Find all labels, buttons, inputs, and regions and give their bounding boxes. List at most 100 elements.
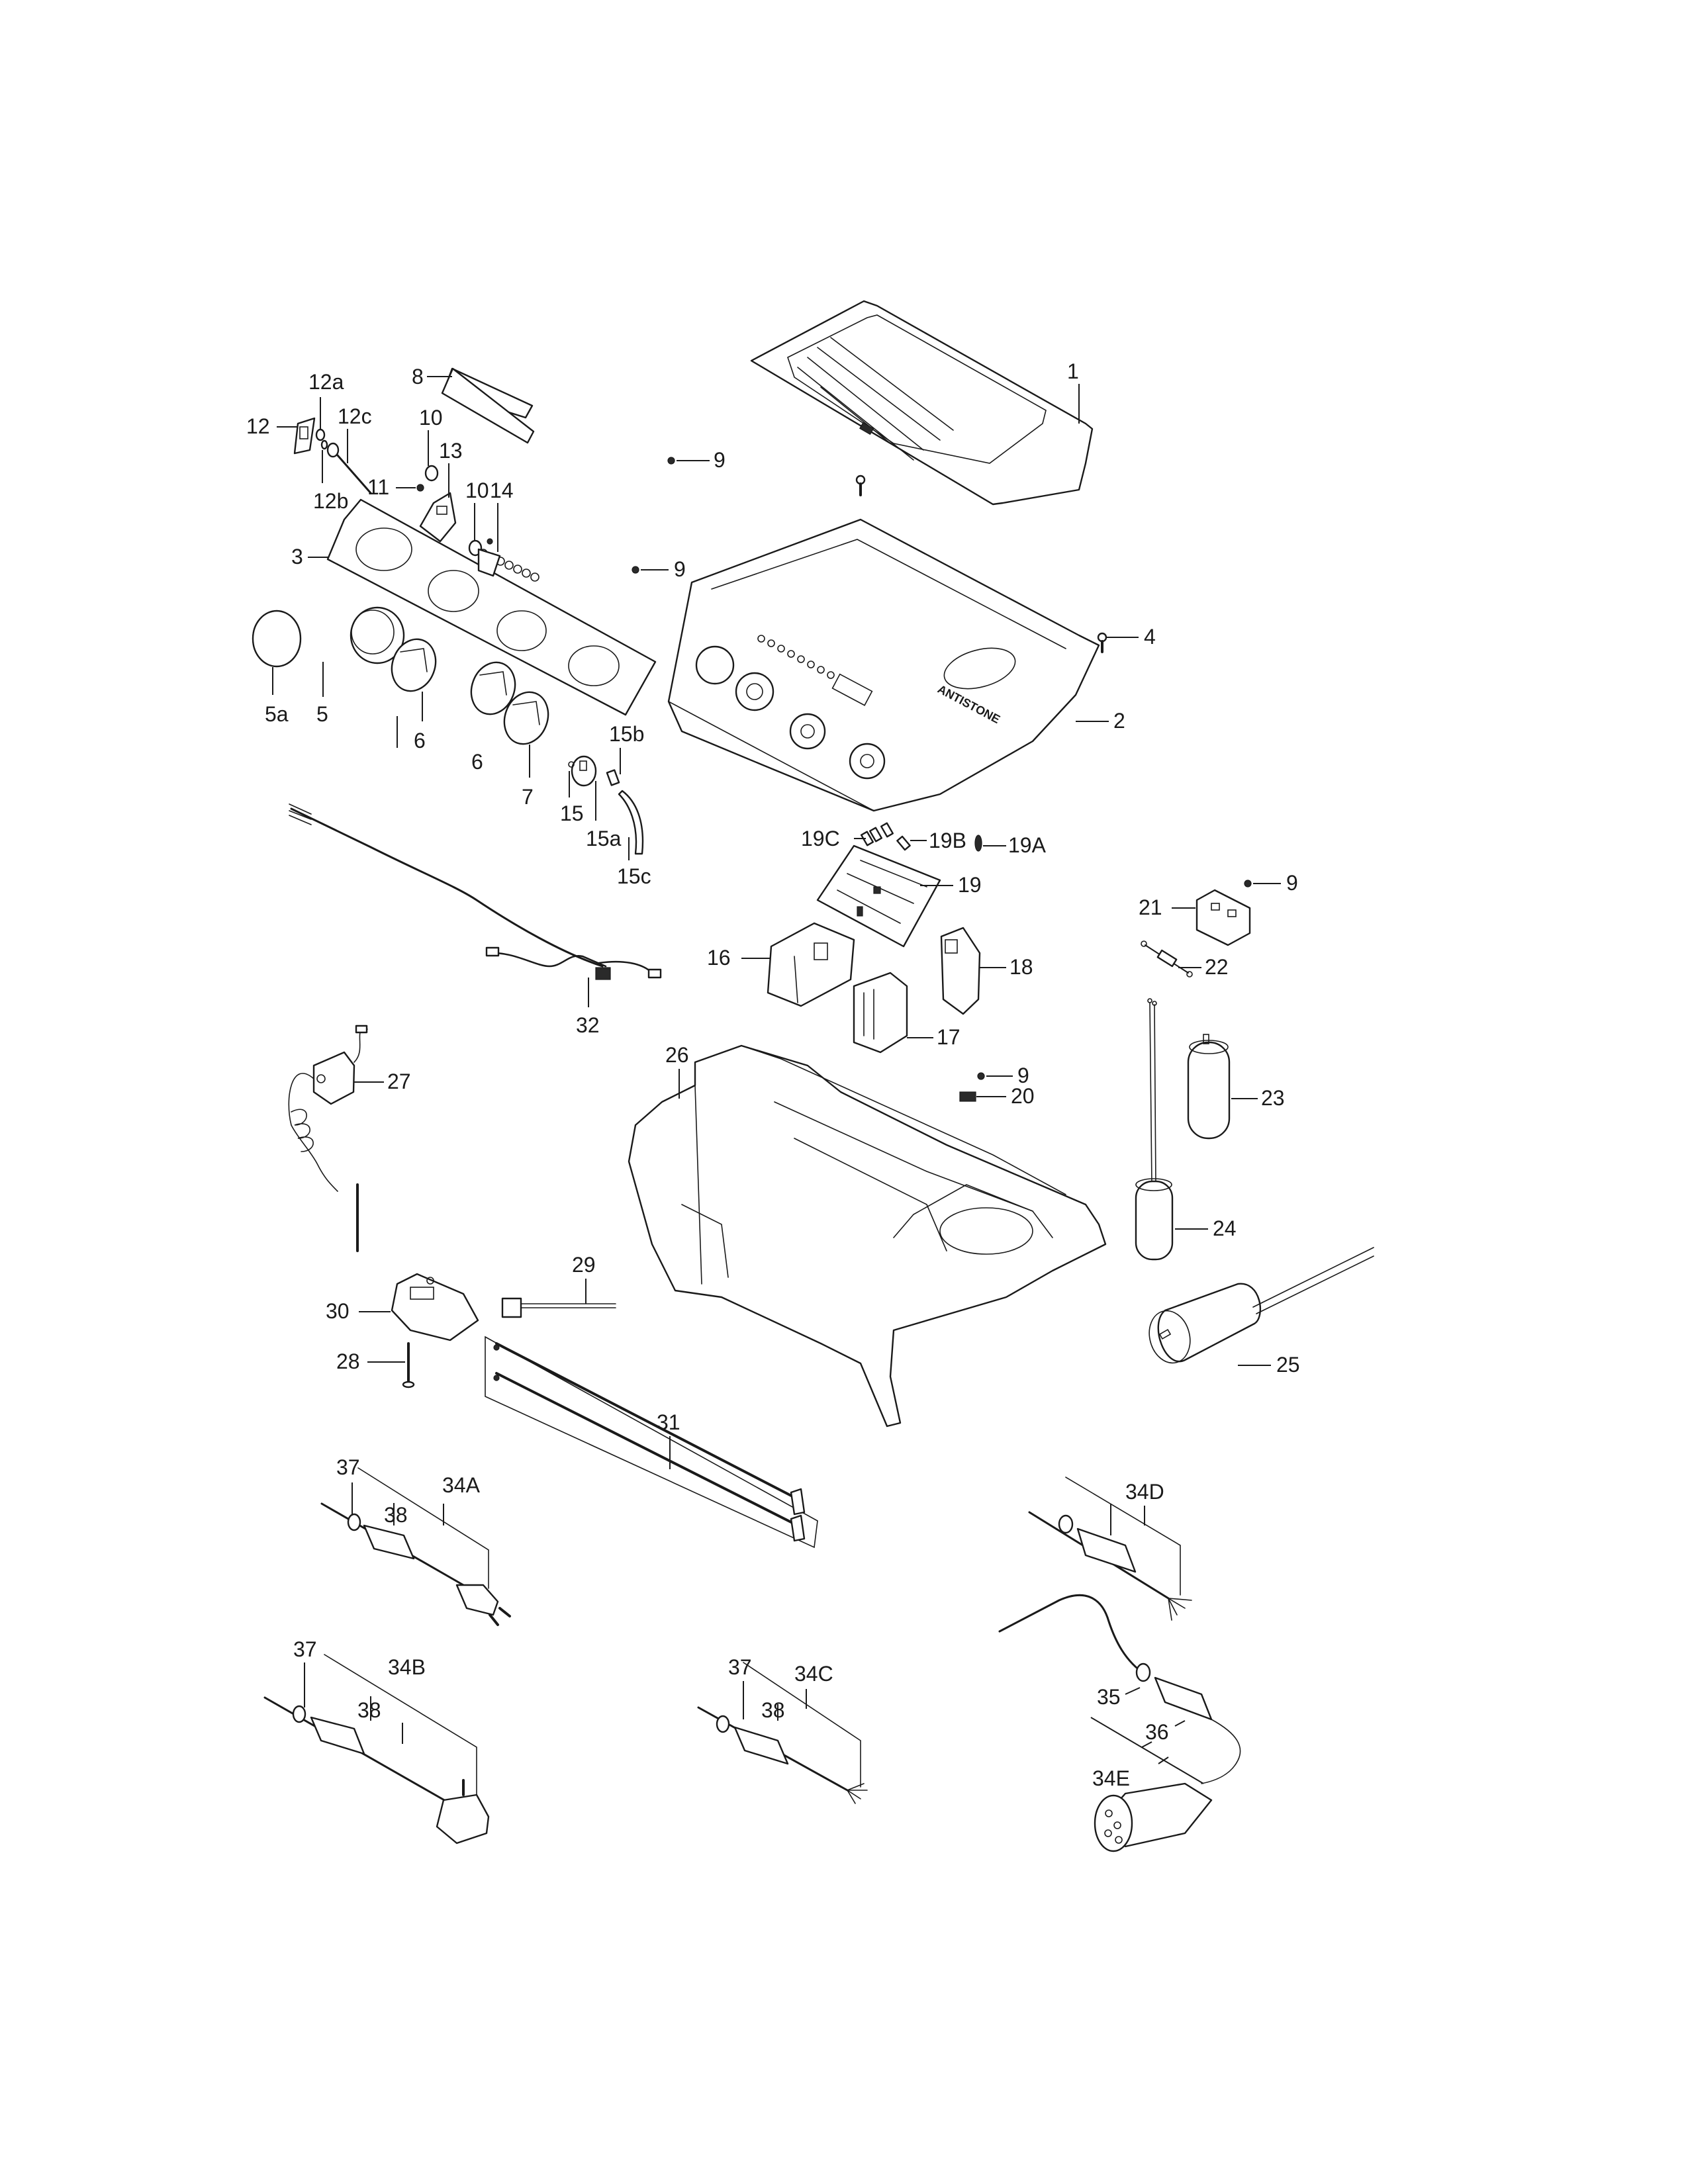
part-31-heating-elements: 31 bbox=[485, 1336, 818, 1549]
callout-31: 31 bbox=[657, 1410, 680, 1434]
callout-19C: 19C bbox=[801, 827, 840, 850]
callout-36: 36 bbox=[1145, 1720, 1169, 1744]
callout-7: 7 bbox=[522, 785, 534, 809]
part-32-wiring-harness: 32 bbox=[289, 803, 662, 1037]
callout-28: 28 bbox=[336, 1349, 360, 1373]
callout-34E: 34E bbox=[1092, 1766, 1130, 1790]
part-12-thermo-bezel: 12 bbox=[246, 414, 316, 455]
callout-5: 5 bbox=[316, 702, 328, 726]
part-14-selector: 14 bbox=[477, 478, 514, 577]
part-5a-gasket: 5a bbox=[252, 610, 302, 726]
callout-19: 19 bbox=[958, 873, 982, 897]
part-15-pressure-switch: 15 15a 15b 15c bbox=[560, 722, 651, 888]
callout-16: 16 bbox=[707, 946, 731, 970]
callout-6b: 6 bbox=[471, 750, 483, 774]
callout-10a: 10 bbox=[419, 406, 443, 430]
callout-10b: 10 bbox=[465, 478, 489, 502]
part-12a-washer: 12a bbox=[308, 370, 344, 441]
part-10-oring-a: 10 bbox=[419, 406, 443, 482]
callout-9b: 9 bbox=[674, 557, 686, 581]
part-6-knob-1: 6 bbox=[391, 638, 437, 752]
callout-37b: 37 bbox=[293, 1637, 317, 1661]
part-19C-fuses: 19C bbox=[801, 822, 894, 850]
callout-26: 26 bbox=[665, 1043, 689, 1067]
callout-8: 8 bbox=[412, 365, 424, 388]
part-9-screw-c: 9 bbox=[1244, 871, 1298, 895]
callout-37a: 37 bbox=[336, 1455, 360, 1479]
callout-19B: 19B bbox=[929, 829, 966, 852]
part-12b-oring: 12b bbox=[313, 439, 348, 513]
part-28-screw: 28 bbox=[336, 1342, 415, 1388]
callout-9c: 9 bbox=[1286, 871, 1298, 895]
cord-34B-uk-plug: 37 38 34B bbox=[263, 1637, 490, 1844]
callout-12c: 12c bbox=[338, 404, 372, 428]
part-11-screw: 11 bbox=[367, 475, 424, 499]
callout-14: 14 bbox=[490, 478, 514, 502]
callout-15c: 15c bbox=[617, 864, 651, 888]
part-19A-fuse-holder: 19A bbox=[974, 833, 1047, 857]
callout-9d: 9 bbox=[1017, 1064, 1029, 1087]
callout-27: 27 bbox=[387, 1069, 411, 1093]
part-27-thermostat: 27 bbox=[288, 1024, 411, 1252]
part-22-resistor: 22 bbox=[1141, 940, 1229, 979]
part-30-terminal-block: 30 bbox=[326, 1273, 479, 1342]
part-10-oring-b: 10 bbox=[465, 478, 489, 557]
part-6-knob-2: 6 bbox=[397, 661, 516, 774]
callout-1: 1 bbox=[1067, 359, 1079, 383]
callout-2: 2 bbox=[1113, 709, 1125, 733]
part-25-capacitor: 25 bbox=[1149, 1247, 1374, 1377]
part-12c-probe: 12c bbox=[326, 404, 372, 494]
callout-12: 12 bbox=[246, 414, 270, 438]
callout-12b: 12b bbox=[313, 489, 348, 513]
cord-34A-schuko: 37 38 34A bbox=[320, 1455, 511, 1626]
part-8-led-board: 8 bbox=[412, 365, 535, 444]
part-24-capacitor: 24 bbox=[1135, 998, 1237, 1261]
callout-38c: 38 bbox=[761, 1698, 785, 1722]
callout-15a: 15a bbox=[586, 827, 622, 850]
part-4-screw: 4 bbox=[1097, 625, 1156, 653]
led-row bbox=[757, 635, 835, 679]
part-23-capacitor: 23 bbox=[1187, 1034, 1285, 1140]
part-26-chassis: 26 bbox=[628, 1043, 1107, 1428]
callout-37c: 37 bbox=[728, 1655, 752, 1679]
callout-23: 23 bbox=[1261, 1086, 1285, 1110]
callout-6a: 6 bbox=[414, 729, 426, 752]
part-5-gauge: 5 bbox=[316, 606, 405, 726]
callout-35: 35 bbox=[1097, 1685, 1121, 1709]
callout-3: 3 bbox=[291, 545, 303, 569]
callout-15b: 15b bbox=[609, 722, 644, 746]
part-13-switch: 13 bbox=[419, 439, 463, 543]
callout-38b: 38 bbox=[357, 1698, 381, 1722]
callout-34B: 34B bbox=[388, 1655, 426, 1679]
cord-34C-open-ends: 37 38 34C bbox=[697, 1655, 868, 1804]
callout-29: 29 bbox=[572, 1253, 596, 1277]
callout-9a: 9 bbox=[714, 448, 726, 472]
callout-19A: 19A bbox=[1008, 833, 1047, 857]
callout-13: 13 bbox=[439, 439, 463, 463]
part-16-transformer: 16 bbox=[707, 922, 855, 1007]
part-9-screw-a: 9 bbox=[667, 448, 726, 472]
callout-25: 25 bbox=[1276, 1353, 1300, 1377]
callout-32: 32 bbox=[576, 1013, 600, 1037]
callout-15: 15 bbox=[560, 801, 584, 825]
part-20-terminal: 20 bbox=[959, 1084, 1035, 1108]
part-18-relay: 18 bbox=[940, 927, 1033, 1015]
part-21-relay-block: 21 bbox=[1139, 889, 1251, 946]
callout-11: 11 bbox=[367, 475, 389, 499]
callout-34D: 34D bbox=[1125, 1480, 1164, 1504]
callout-4: 4 bbox=[1144, 625, 1156, 649]
callout-30: 30 bbox=[326, 1299, 350, 1323]
callout-18: 18 bbox=[1009, 955, 1033, 979]
callout-17: 17 bbox=[937, 1025, 961, 1049]
callout-22: 22 bbox=[1205, 955, 1229, 979]
callout-12a: 12a bbox=[308, 370, 344, 394]
callout-38a: 38 bbox=[384, 1503, 408, 1527]
callout-24: 24 bbox=[1213, 1216, 1237, 1240]
part-19B-fuse: 19B bbox=[896, 829, 966, 852]
lid-screw bbox=[855, 475, 866, 496]
callout-21: 21 bbox=[1139, 895, 1162, 919]
part-19-pcb: 19 bbox=[816, 844, 982, 948]
cord-34E-cee-plug: 35 36 34E bbox=[998, 1594, 1241, 1852]
part-17-contactor: 17 bbox=[853, 972, 961, 1054]
